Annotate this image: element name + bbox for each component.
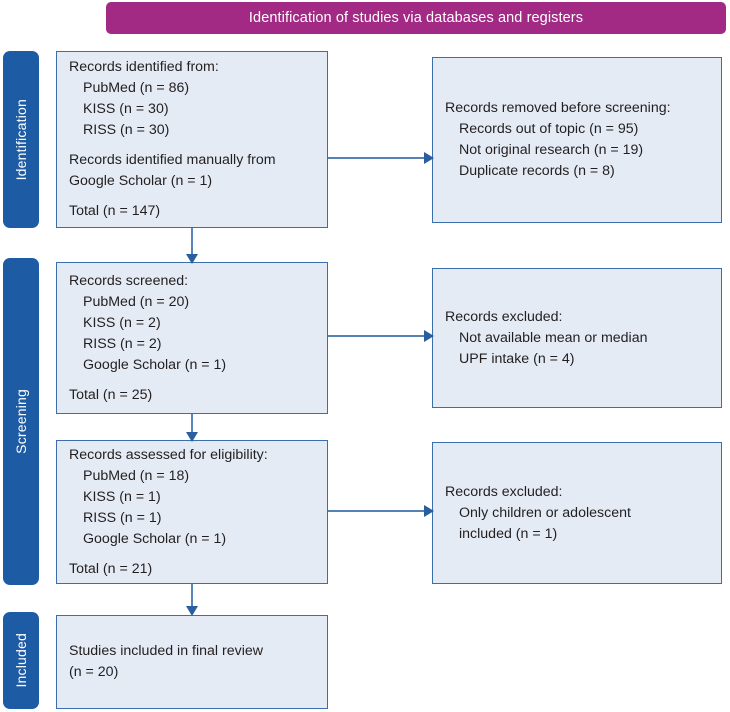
stage-tab-identification: Identification (3, 51, 39, 228)
box-text-line: PubMed (n = 18) (83, 467, 190, 484)
box-text-line: Google Scholar (n = 1) (69, 173, 213, 189)
box-text-line: Records screened: (69, 272, 189, 289)
box-text-line: Records excluded: (445, 308, 563, 325)
stage-tab-included: Included (3, 612, 39, 709)
box-text-line: Total (n = 25) (69, 386, 153, 403)
arrow-identified-to-removed (328, 152, 434, 164)
box-text-line: UPF intake (n = 4) (459, 350, 575, 367)
box-text-line: PubMed (n = 20) (83, 293, 190, 310)
arrow-eligibility-to-excluded (328, 505, 434, 517)
box-text-line: RISS (n = 2) (83, 335, 162, 352)
box-text-line: (n = 20) (69, 664, 119, 680)
stage-tab-screening: Screening (3, 258, 39, 585)
box-text-line: PubMed (n = 86) (83, 80, 190, 96)
box-text-line: included (n = 1) (459, 525, 558, 542)
box-text-line: Not original research (n = 19) (459, 142, 644, 158)
box-text-line: Total (n = 21) (69, 560, 153, 577)
box-records-excluded-eligibility: Records excluded: Only children or adoles… (432, 442, 722, 584)
box-records-removed-content: Records removed before screening: Records… (433, 98, 721, 182)
box-records-excluded-eligibility-content: Records excluded: Only children or adoles… (433, 482, 721, 545)
box-text-line: Only children or adolescent (459, 504, 631, 521)
box-text-line: Records assessed for eligibility: (69, 446, 268, 463)
box-text-line: Duplicate records (n = 8) (459, 163, 615, 179)
box-text-line: Records identified from: (69, 59, 219, 75)
box-text-line: Studies included in final review (69, 643, 264, 659)
box-records-assessed-eligibility-content: Records assessed for eligibility: PubMed … (57, 445, 327, 580)
box-records-assessed-eligibility: Records assessed for eligibility: PubMed … (56, 440, 328, 584)
box-text-line: RISS (n = 1) (83, 509, 162, 526)
box-records-removed: Records removed before screening: Records… (432, 57, 722, 223)
diagram-title: Identification of studies via databases … (248, 10, 584, 26)
box-text-line: Not available mean or median (459, 329, 648, 346)
box-text-line: Records removed before screening: (445, 100, 671, 116)
box-records-screened: Records screened: PubMed (n = 20) KISS (n … (56, 262, 328, 414)
box-records-screened-content: Records screened: PubMed (n = 20) KISS (n … (57, 271, 327, 406)
box-text-line: KISS (n = 2) (83, 314, 161, 331)
box-records-identified-content: Records identified from: PubMed (n = 86) K… (57, 57, 327, 222)
box-text-line: RISS (n = 30) (83, 122, 170, 138)
diagram-header-banner: Identification of studies via databases … (106, 2, 726, 34)
box-text-line: Google Scholar (n = 1) (83, 530, 227, 547)
box-records-excluded-screening: Records excluded: Not available mean or m… (432, 268, 722, 408)
box-text-line: Records out of topic (n = 95) (459, 121, 639, 137)
box-records-excluded-screening-content: Records excluded: Not available mean or m… (433, 307, 721, 370)
arrow-identified-to-screened (186, 228, 198, 264)
box-text-line: Total (n = 147) (69, 203, 161, 219)
box-studies-included-content: Studies included in final review (n = 20) (57, 641, 327, 683)
box-text-line: Google Scholar (n = 1) (83, 356, 227, 373)
box-text-line: Records identified manually from (69, 152, 276, 168)
box-text-line: KISS (n = 1) (83, 488, 161, 505)
arrow-screened-to-eligibility (186, 414, 198, 442)
arrow-screened-to-excluded (328, 330, 434, 342)
box-records-identified: Records identified from: PubMed (n = 86) K… (56, 51, 328, 228)
box-text-line: KISS (n = 30) (83, 101, 169, 117)
box-studies-included: Studies included in final review (n = 20) (56, 615, 328, 709)
box-text-line: Records excluded: (445, 483, 563, 500)
arrow-eligibility-to-included (186, 584, 198, 616)
